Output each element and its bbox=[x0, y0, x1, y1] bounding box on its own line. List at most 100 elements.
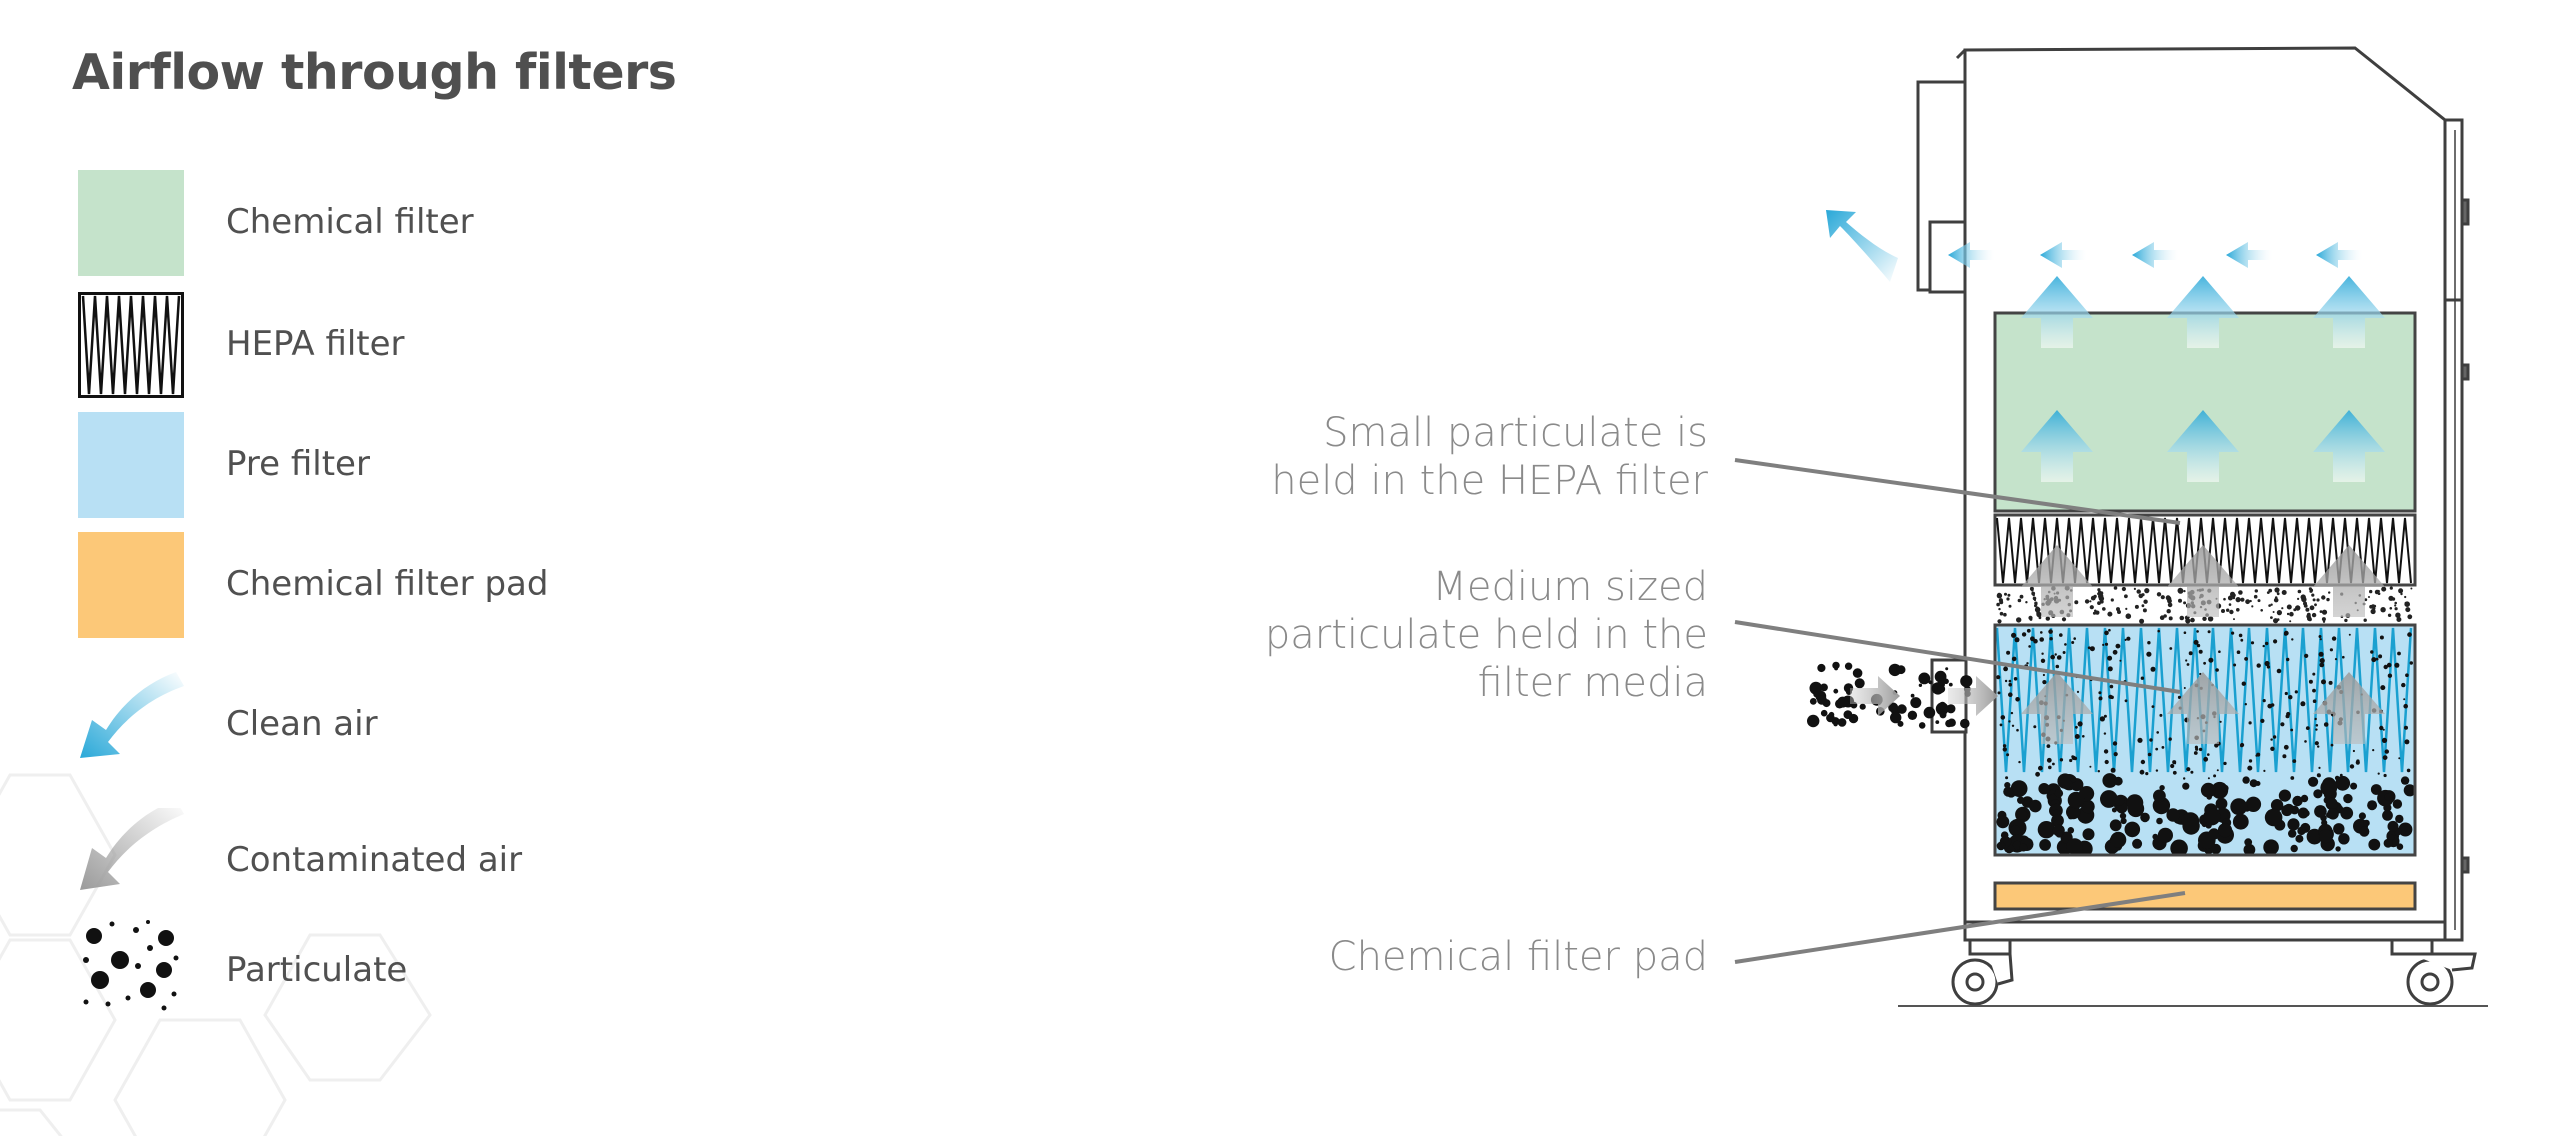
particle-dot bbox=[1833, 722, 1838, 727]
particle-dot bbox=[2110, 831, 2127, 848]
particle-dot bbox=[1996, 675, 2001, 680]
particle-dot bbox=[2203, 808, 2221, 826]
callout-line: held in the HEPA filter bbox=[1271, 458, 1708, 504]
particle-dot bbox=[2045, 616, 2050, 621]
particle-dot bbox=[2214, 743, 2219, 748]
particle-dot bbox=[2249, 599, 2252, 603]
particle-dot bbox=[2276, 618, 2280, 621]
particle-dot bbox=[1854, 678, 1865, 689]
particle-dot bbox=[2388, 595, 2394, 601]
particle-dot bbox=[2276, 592, 2280, 596]
particle-dot bbox=[2313, 789, 2323, 799]
particle-dot bbox=[2396, 843, 2404, 850]
particle-dot bbox=[2381, 586, 2387, 592]
particle-dot bbox=[2290, 844, 2298, 853]
particle-dot bbox=[2312, 688, 2316, 693]
particle-dot bbox=[2219, 720, 2222, 723]
particle-dot bbox=[1809, 681, 1823, 695]
particle-dot bbox=[2278, 789, 2291, 802]
particle-dot bbox=[2230, 591, 2235, 597]
particle-dot bbox=[2308, 587, 2312, 591]
particle-dot bbox=[2367, 800, 2378, 811]
particle-dot bbox=[1837, 696, 1849, 708]
particle-dot bbox=[2185, 659, 2188, 662]
particle-dot bbox=[2308, 679, 2313, 684]
particle-dot bbox=[2082, 735, 2085, 738]
particle-dot bbox=[2124, 821, 2141, 838]
callout-chemical-filter-pad: Chemical filter pad bbox=[1329, 934, 1708, 980]
particle-dot bbox=[2071, 641, 2075, 644]
legend-label: Clean air bbox=[226, 704, 378, 744]
airflow-up-arrow bbox=[2167, 545, 2239, 617]
particle-dot bbox=[2309, 589, 2313, 593]
particle-dot bbox=[2380, 607, 2386, 613]
particle-dot bbox=[2124, 638, 2127, 642]
particle-dot bbox=[2268, 604, 2271, 607]
particle-dot bbox=[2384, 793, 2393, 801]
particle-dot bbox=[2147, 752, 2152, 757]
particle-dot bbox=[2233, 663, 2237, 667]
particle-dot bbox=[2331, 636, 2337, 641]
particle-dot bbox=[2057, 773, 2073, 789]
particle-dot bbox=[2194, 745, 2198, 749]
particle-dot bbox=[2309, 605, 2315, 611]
particle-dot bbox=[2005, 776, 2009, 780]
legend-item-pre-filter: Pre filter bbox=[78, 412, 698, 522]
particle-dot bbox=[2145, 772, 2149, 776]
particle-dot bbox=[2312, 598, 2316, 602]
legend-label: Contaminated air bbox=[226, 840, 523, 880]
particle-dot bbox=[2067, 827, 2075, 834]
particle-dot bbox=[2232, 813, 2249, 830]
particle-dot bbox=[2035, 771, 2040, 777]
particle-dot bbox=[2098, 595, 2105, 602]
airflow-up-arrow bbox=[2021, 276, 2093, 348]
particle-dot bbox=[2108, 628, 2111, 632]
particle-dot bbox=[2383, 773, 2387, 778]
particle-dot bbox=[1817, 663, 1826, 673]
particle-dot bbox=[2283, 632, 2288, 636]
particle-dot bbox=[2381, 737, 2388, 744]
particle-dot bbox=[2349, 764, 2355, 769]
particle-dot bbox=[2386, 662, 2392, 668]
particle-dot bbox=[2125, 607, 2128, 611]
particle-dot bbox=[2315, 728, 2318, 731]
particle-dot bbox=[2112, 741, 2118, 746]
particle-dot bbox=[2008, 692, 2013, 697]
particle-dot bbox=[1960, 718, 1970, 729]
particle-dot bbox=[2398, 822, 2413, 837]
particle-dot bbox=[2069, 758, 2073, 763]
particle-dot bbox=[2168, 737, 2172, 741]
particle-dot bbox=[2108, 694, 2113, 699]
particle-dot bbox=[2359, 826, 2370, 837]
particle-dot bbox=[2041, 652, 2044, 655]
particle-dot bbox=[2049, 637, 2053, 641]
particle-dot bbox=[2201, 821, 2208, 828]
particle-dot bbox=[2054, 653, 2057, 656]
particle-dot bbox=[2323, 722, 2329, 727]
particle-dot bbox=[2339, 773, 2343, 777]
particle-dot bbox=[1945, 667, 1949, 671]
airflow-up-arrow bbox=[2313, 672, 2385, 744]
particle-dot bbox=[2185, 618, 2191, 624]
particle-dot bbox=[2059, 633, 2063, 637]
particle-dot bbox=[2033, 598, 2037, 602]
particle-dot bbox=[2333, 823, 2345, 835]
airflow-up-arrows bbox=[2021, 276, 2385, 744]
particle-dot bbox=[2379, 635, 2384, 640]
particle-dot bbox=[2150, 666, 2156, 672]
particle-dot bbox=[2398, 588, 2404, 594]
particle-dot bbox=[2289, 611, 2294, 617]
particle-dot bbox=[2382, 810, 2393, 821]
particle-dot bbox=[2140, 812, 2150, 823]
particle-dot bbox=[2172, 770, 2177, 775]
particle-dot bbox=[2226, 608, 2230, 612]
particle-dot bbox=[1907, 710, 1918, 720]
particle-dot bbox=[1997, 691, 2001, 695]
particle-dot bbox=[2384, 749, 2389, 754]
particle-dot bbox=[2247, 765, 2253, 771]
particle-dot bbox=[2040, 658, 2046, 663]
particle-dot bbox=[2270, 799, 2284, 812]
particle-dot bbox=[2109, 684, 2114, 689]
particle-dot bbox=[2322, 620, 2326, 623]
particle-dot bbox=[2116, 607, 2120, 612]
